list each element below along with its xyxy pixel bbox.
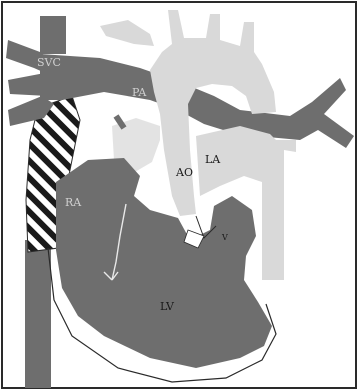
inferior-vena-cava [25,240,51,388]
superior-vena-cava [40,16,66,54]
label-pa: PA [132,86,147,99]
label-ao: AO [175,166,193,179]
label-lv: LV [160,300,175,313]
label-ra: RA [65,196,82,209]
label-svc: SVC [37,56,61,69]
label-la: LA [205,153,221,166]
label-rv: V [221,233,228,242]
